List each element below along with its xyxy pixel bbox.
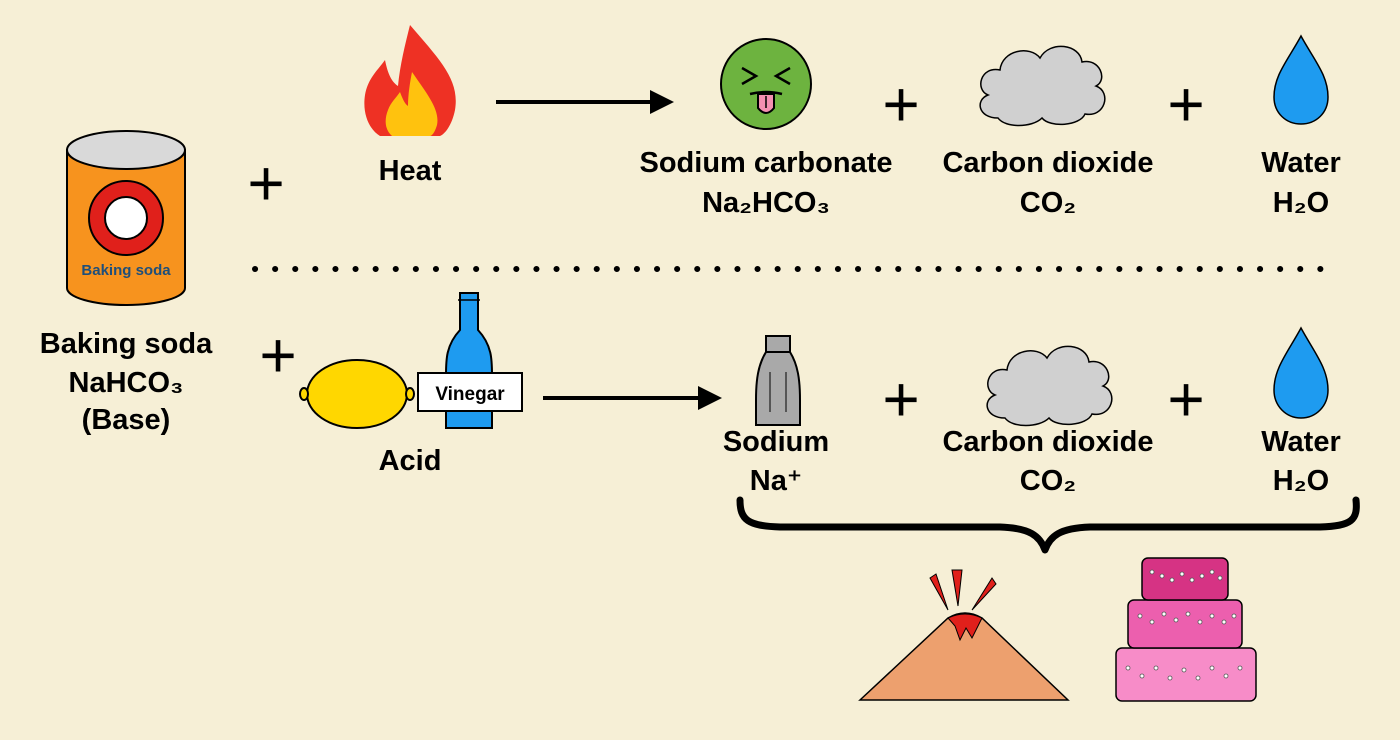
lemon-icon — [299, 359, 415, 429]
co2-cloud-icon — [979, 45, 1106, 127]
can-label: Baking soda — [81, 262, 171, 279]
vinegar-bottle-icon: Vinegar — [417, 292, 523, 429]
baking-soda-formula: NaHCO₃ — [69, 367, 184, 399]
top-water-formula: H₂O — [1273, 187, 1329, 219]
top-water-name: Water — [1261, 147, 1341, 179]
plus-sign-bottom-2: + — [1167, 363, 1204, 435]
volcano-icon — [858, 569, 1070, 701]
sodium-name: Sodium — [723, 426, 829, 458]
baking-soda-type: (Base) — [82, 404, 171, 436]
cake-icon — [1115, 557, 1257, 702]
flame-icon — [364, 25, 456, 136]
bottom-reaction-arrow-icon — [543, 386, 722, 410]
top-carbon-dioxide-name: Carbon dioxide — [942, 147, 1153, 179]
baking-soda-name: Baking soda — [40, 328, 213, 360]
top-carbon-dioxide-formula: CO₂ — [1020, 187, 1076, 219]
sodium-carbonate-name: Sodium carbonate — [640, 147, 893, 179]
plus-sign-acid: + — [259, 319, 296, 391]
plus-sign-heat: + — [247, 147, 284, 219]
co2-cloud-icon-bottom — [986, 345, 1113, 427]
sodium-formula: Na⁺ — [750, 465, 802, 497]
plus-sign-top-2: + — [1167, 68, 1204, 140]
salt-shaker-icon — [755, 335, 801, 426]
grouping-brace — [736, 496, 1360, 554]
bottom-carbon-dioxide-formula: CO₂ — [1020, 465, 1076, 497]
acid-label: Acid — [379, 445, 442, 477]
baking-soda-can-icon: Baking soda — [66, 130, 186, 306]
water-drop-icon-bottom — [1273, 326, 1329, 419]
heat-label: Heat — [379, 155, 442, 187]
sick-face-icon — [720, 38, 812, 130]
bottom-carbon-dioxide-name: Carbon dioxide — [942, 426, 1153, 458]
top-reaction-arrow-icon — [496, 90, 674, 114]
bottom-water-formula: H₂O — [1273, 465, 1329, 497]
water-drop-icon — [1273, 34, 1329, 125]
plus-sign-bottom-1: + — [882, 363, 919, 435]
sodium-carbonate-formula: Na₂HCO₃ — [702, 187, 830, 219]
vinegar-label: Vinegar — [435, 384, 505, 405]
plus-sign-top-1: + — [882, 68, 919, 140]
bottom-water-name: Water — [1261, 426, 1341, 458]
